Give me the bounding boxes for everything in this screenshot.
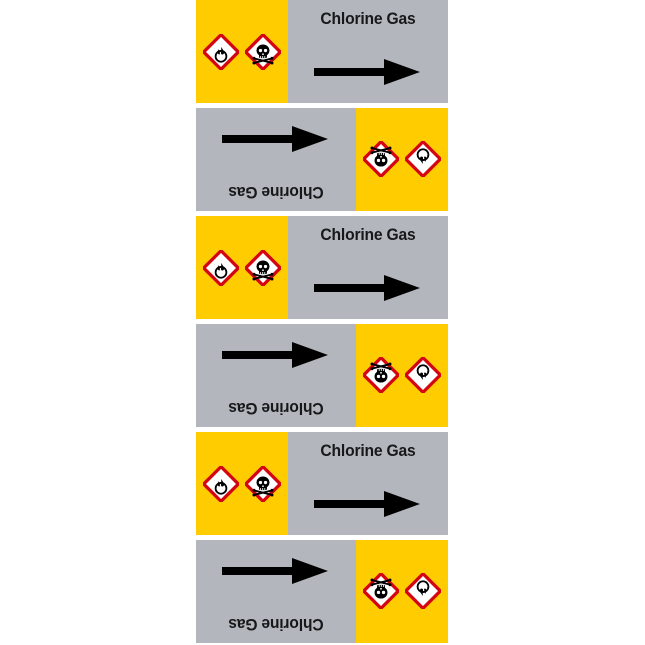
label-title: Chlorine Gas (320, 225, 416, 244)
flow-arrow (196, 338, 356, 372)
hazard-pictogram-panel (356, 540, 448, 643)
flow-arrow (288, 55, 448, 89)
flow-arrow (196, 554, 356, 588)
arrow-right-icon (222, 126, 328, 152)
label-row[interactable]: Chlorine Gas (196, 324, 448, 427)
pictogram-group (196, 458, 288, 510)
label-row[interactable]: Chlorine Gas (196, 0, 448, 103)
acute-toxicity-icon (363, 573, 399, 609)
acute-toxicity-icon (245, 250, 281, 286)
label-row[interactable]: Chlorine Gas (196, 540, 448, 643)
content-panel: Chlorine Gas (288, 0, 448, 103)
oxidizer-icon (405, 573, 441, 609)
hazard-pictogram-panel (196, 216, 288, 319)
content-panel: Chlorine Gas (288, 432, 448, 535)
arrow-right-icon (314, 275, 420, 301)
hazard-pictogram-panel (356, 324, 448, 427)
arrow-right-icon (222, 342, 328, 368)
content-panel: Chlorine Gas (196, 540, 356, 643)
content-panel: Chlorine Gas (196, 324, 356, 427)
hazard-pictogram-panel (196, 432, 288, 535)
oxidizer-icon (405, 357, 441, 393)
flow-arrow (288, 271, 448, 305)
hazard-pictogram-panel (196, 0, 288, 103)
pictogram-group (196, 242, 288, 294)
oxidizer-icon (405, 141, 441, 177)
label-row[interactable]: Chlorine Gas (196, 108, 448, 211)
arrow-right-icon (222, 558, 328, 584)
arrow-right-icon (314, 491, 420, 517)
content-panel: Chlorine Gas (288, 216, 448, 319)
pictogram-group (196, 26, 288, 78)
label-title: Chlorine Gas (228, 615, 324, 634)
pictogram-group (356, 349, 448, 401)
label-title: Chlorine Gas (320, 441, 416, 460)
oxidizer-icon (203, 466, 239, 502)
label-row[interactable]: Chlorine Gas (196, 432, 448, 535)
label-title: Chlorine Gas (320, 9, 416, 28)
acute-toxicity-icon (245, 466, 281, 502)
content-panel: Chlorine Gas (196, 108, 356, 211)
hazard-pictogram-panel (356, 108, 448, 211)
flow-arrow (196, 122, 356, 156)
flow-arrow (288, 487, 448, 521)
label-title: Chlorine Gas (228, 399, 324, 418)
pictogram-group (356, 133, 448, 185)
oxidizer-icon (203, 34, 239, 70)
pictogram-group (356, 565, 448, 617)
acute-toxicity-icon (363, 357, 399, 393)
acute-toxicity-icon (363, 141, 399, 177)
label-sheet: Chlorine Gas (196, 0, 448, 645)
label-title: Chlorine Gas (228, 183, 324, 202)
acute-toxicity-icon (245, 34, 281, 70)
arrow-right-icon (314, 59, 420, 85)
label-row[interactable]: Chlorine Gas (196, 216, 448, 319)
oxidizer-icon (203, 250, 239, 286)
